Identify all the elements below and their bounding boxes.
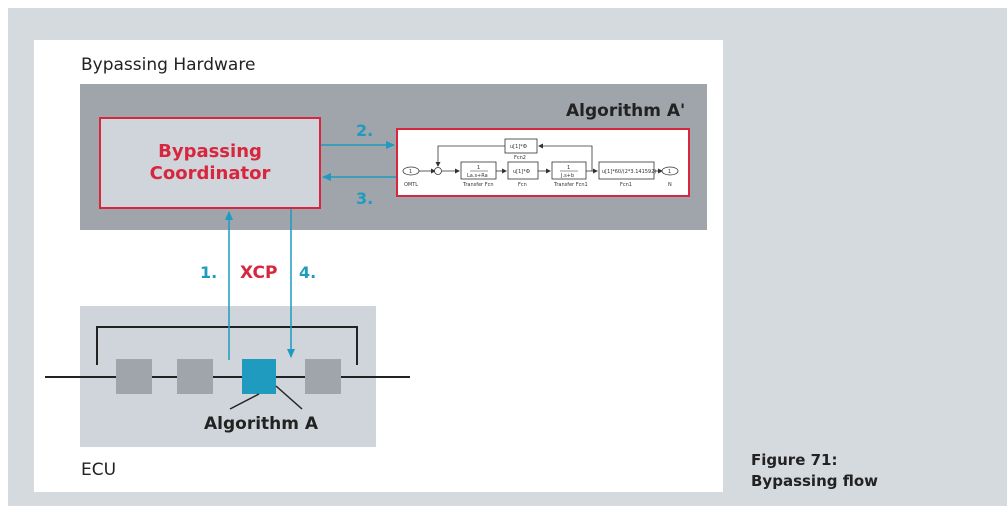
step-1-label: 1. [200,263,218,282]
fcn-name: Fcn [518,182,527,188]
caption-line-1: Figure 71: [751,451,838,469]
algorithm-a-prime-title: Algorithm A' [566,101,686,121]
outport-number: 1 [668,169,671,175]
algorithm-a-block [242,359,276,394]
tf1-numerator: 1 [477,165,480,171]
bypassing-coordinator-label: Bypassing Coordinator [149,141,271,184]
algorithm-a-callout-right [275,385,303,410]
fcn2-expression: u[1]*Ф [510,144,528,150]
fcn-block [507,161,539,180]
fcn1-expression: u[1]*60/(2*3.141592) [602,169,656,175]
tf1-name: Transfer Fcn [462,182,494,188]
transfer-fcn1-block [551,161,587,180]
ecu-label: ECU [81,460,117,480]
transfer-fcn-block [460,161,497,180]
inport-name: OMTL [404,182,418,188]
algorithm-a-label: Algorithm A [204,414,319,434]
fcn2-name: Fcn2 [514,155,526,161]
algorithm-a-callout-left [229,393,260,410]
fcn1-block [598,161,655,180]
outport-name: N [668,182,672,188]
step-2-label: 2. [356,121,374,140]
inport-number: 1 [409,169,412,175]
ecu-task-block-4 [305,359,341,394]
fcn-expression: u[1]*Ф [513,169,531,175]
outport-block [661,166,679,176]
tf2-numerator: 1 [567,165,570,171]
simulink-block-diagram [402,138,679,180]
simulink-labels: 1 OMTL 1 La.s+Ra Transfer Fcn u[1]*Ф Fcn… [404,144,672,188]
fcn1-name: Fcn1 [620,182,632,188]
caption-line-2: Bypassing flow [751,472,878,490]
ecu-task-block-1 [116,359,152,394]
tf2-denominator: J.s+b [560,173,574,179]
tf1-denominator: La.s+Ra [467,173,488,179]
step-4-label: 4. [299,263,317,282]
step-3-label: 3. [356,189,374,208]
ecu-task-loop [96,326,358,365]
ecu-task-block-2 [177,359,213,394]
figure-caption: Figure 71: Bypassing flow [751,450,878,492]
tf2-name: Transfer Fcn1 [553,182,588,188]
sum-block [434,167,442,175]
bypassing-coordinator-box: Bypassing Coordinator [99,117,321,209]
xcp-protocol-label: XCP [240,263,278,283]
bypassing-hardware-label: Bypassing Hardware [81,55,256,75]
